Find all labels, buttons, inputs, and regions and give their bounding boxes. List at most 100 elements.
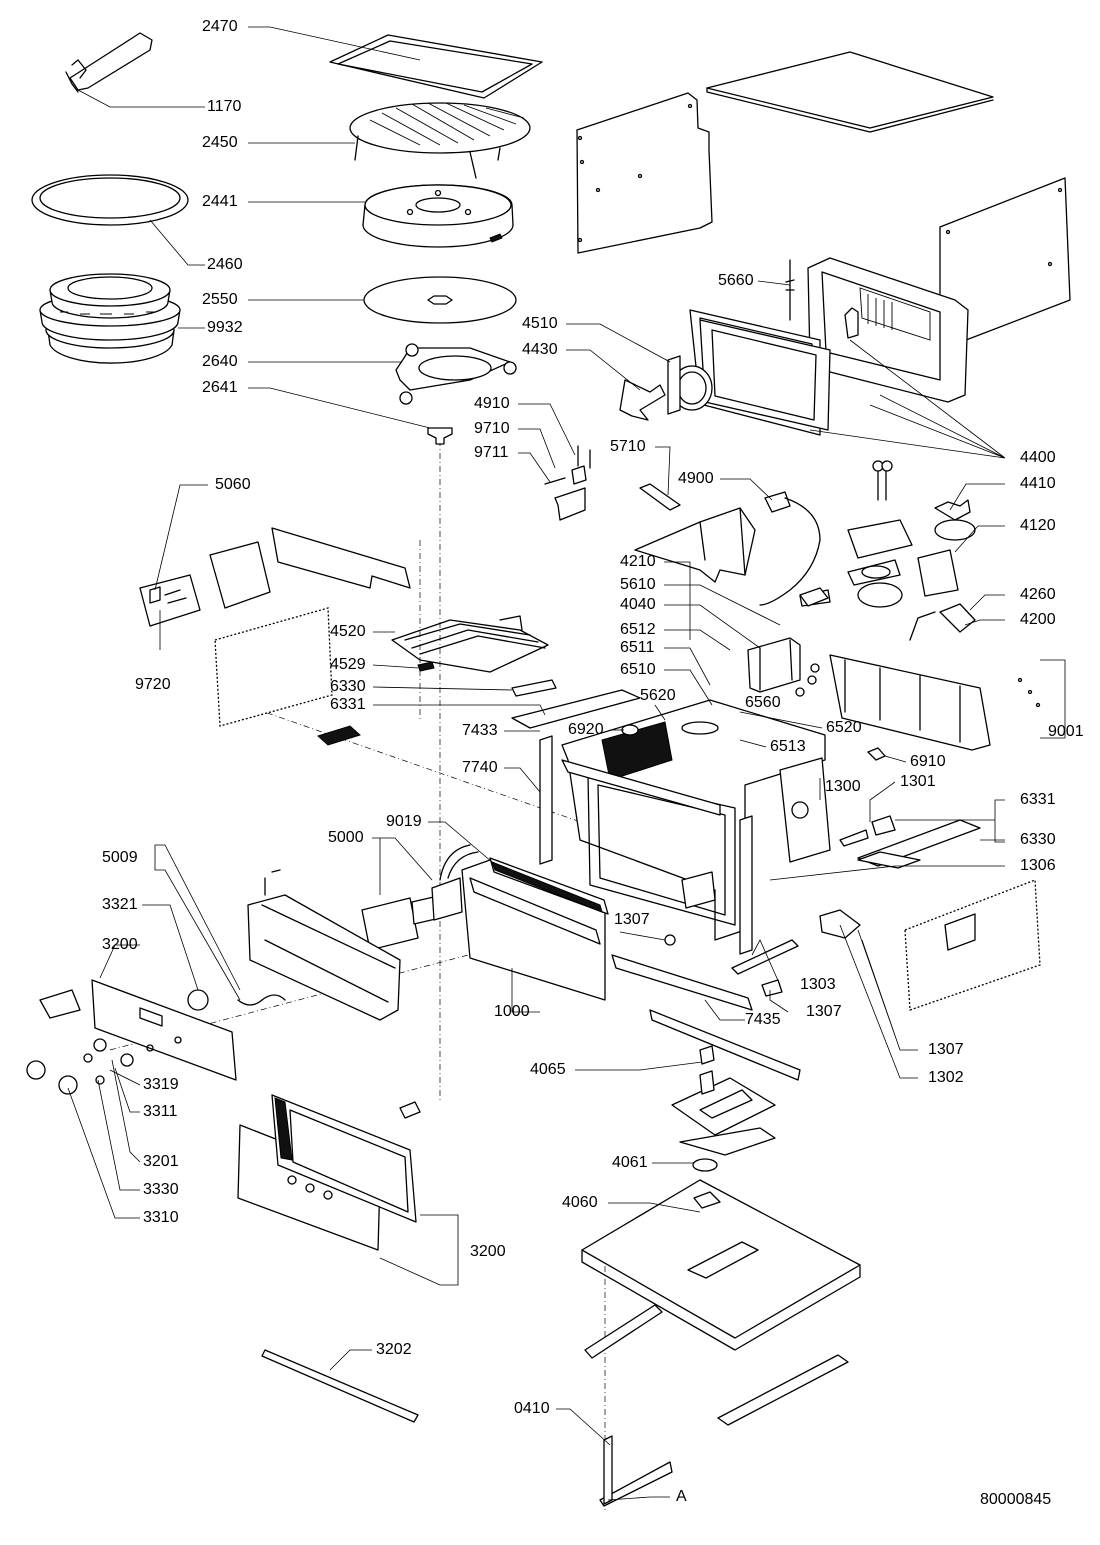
relay-group-5000 (361, 844, 479, 951)
label-6330-left: 6330 (330, 678, 366, 695)
label-4040: 4040 (620, 596, 656, 613)
label-5060: 5060 (215, 476, 251, 493)
thermal-fuse-5710 (639, 483, 681, 511)
label-4210: 4210 (620, 553, 656, 570)
grill-element-4520 (391, 615, 549, 673)
label-2470: 2470 (202, 18, 238, 35)
handle-1170 (65, 32, 153, 93)
label-3200-lower: 3200 (470, 1243, 506, 1260)
label-6920: 6920 (568, 721, 604, 738)
label-9001: 9001 (1048, 723, 1084, 740)
label-4410: 4410 (1020, 475, 1056, 492)
label-6330-right: 6330 (1020, 831, 1056, 848)
label-2550: 2550 (202, 291, 238, 308)
hinge-1302 (819, 909, 861, 939)
turntable-2550 (363, 276, 517, 324)
label-6910: 6910 (910, 753, 946, 770)
label-3311: 3311 (143, 1103, 178, 1120)
label-3321: 3321 (102, 896, 138, 913)
rail-7435 (611, 954, 753, 1011)
front-panel-3200 (237, 1094, 421, 1251)
label-9720: 9720 (135, 676, 171, 693)
label-6331-right: 6331 (1020, 791, 1056, 808)
label-1306: 1306 (1020, 857, 1056, 874)
label-9019: 9019 (386, 813, 422, 830)
label-3330: 3330 (143, 1181, 179, 1198)
top-rail (649, 1009, 801, 1081)
waveguide-rail (511, 679, 641, 729)
label-5710: 5710 (610, 438, 646, 455)
rail-bottom-left (584, 1304, 663, 1359)
label-1300: 1300 (825, 778, 861, 795)
hinge-1307 (664, 934, 783, 997)
door-seal-4430 (667, 309, 831, 436)
cabinet-left-side (576, 92, 713, 254)
hv-diode-4260 (909, 603, 976, 641)
chassis-strip (857, 851, 921, 869)
label-6512: 6512 (620, 621, 656, 638)
label-1307-door: 1307 (614, 911, 650, 928)
document-number: 80000845 (980, 1491, 1052, 1508)
steamer-9932 (39, 273, 181, 364)
label-4529: 4529 (330, 656, 366, 673)
label-3202: 3202 (376, 1341, 412, 1358)
label-2641: 2641 (202, 379, 238, 396)
label-1307-right: 1307 (928, 1041, 964, 1058)
label-9932: 9932 (207, 319, 243, 336)
switch-bracket-4910 (544, 445, 591, 521)
thermostat-6910 (867, 747, 886, 761)
label-4910: 4910 (474, 395, 510, 412)
label-5660: 5660 (718, 272, 754, 289)
control-housing-5009 (237, 869, 401, 1021)
rack-2450 (349, 102, 531, 179)
transformer-4120 (847, 549, 959, 608)
control-board-5060 (139, 574, 201, 627)
transformer-4040 (747, 637, 801, 693)
rail-3202 (261, 1349, 419, 1423)
rail-0410 (599, 1435, 673, 1507)
plate-2460 (31, 174, 189, 226)
leader-lines (67, 26, 1066, 1501)
label-4400: 4400 (1020, 449, 1056, 466)
label-1170: 1170 (207, 98, 242, 115)
label-6510: 6510 (620, 661, 656, 678)
tray-2470 (329, 34, 543, 99)
insulation-right (904, 879, 1041, 1011)
label-7433: 7433 (462, 722, 498, 739)
oven-cavity (539, 699, 831, 955)
back-plate-9001 (829, 654, 1041, 751)
label-4900: 4900 (678, 470, 714, 487)
rail-1303 (731, 939, 799, 975)
label-3310: 3310 (143, 1209, 179, 1226)
label-1302: 1302 (928, 1069, 964, 1086)
label-2450: 2450 (202, 134, 238, 151)
label-4061: 4061 (612, 1154, 648, 1171)
control-bracket (209, 527, 411, 609)
label-6520: 6520 (826, 719, 862, 736)
label-1303: 1303 (800, 976, 836, 993)
crisp-plate-2441 (362, 184, 514, 248)
label-5610: 5610 (620, 576, 656, 593)
label-1301: 1301 (900, 773, 936, 790)
label-4200: 4200 (1020, 611, 1056, 628)
stirrer-fan-4430 (619, 379, 666, 421)
label-2640: 2640 (202, 353, 238, 370)
label-7435: 7435 (745, 1011, 781, 1028)
label-9711: 9711 (474, 444, 509, 461)
label-0410: 0410 (514, 1400, 550, 1417)
detail-marker: A (676, 1488, 687, 1505)
rail-bottom-right (717, 1354, 849, 1426)
label-1307-hinge: 1307 (806, 1003, 842, 1020)
wave-guide-cover (634, 507, 756, 583)
label-3200-upper: 3200 (102, 936, 138, 953)
label-4065: 4065 (530, 1061, 566, 1078)
label-4510: 4510 (522, 315, 558, 332)
thermostat-6920 (621, 724, 639, 736)
door-assembly-1000 (461, 857, 609, 1001)
control-panel-3200 (26, 979, 237, 1095)
sensor-4529 (417, 661, 435, 672)
label-4430: 4430 (522, 341, 558, 358)
label-4520: 4520 (330, 623, 366, 640)
roller-ring-2640 (395, 343, 517, 405)
